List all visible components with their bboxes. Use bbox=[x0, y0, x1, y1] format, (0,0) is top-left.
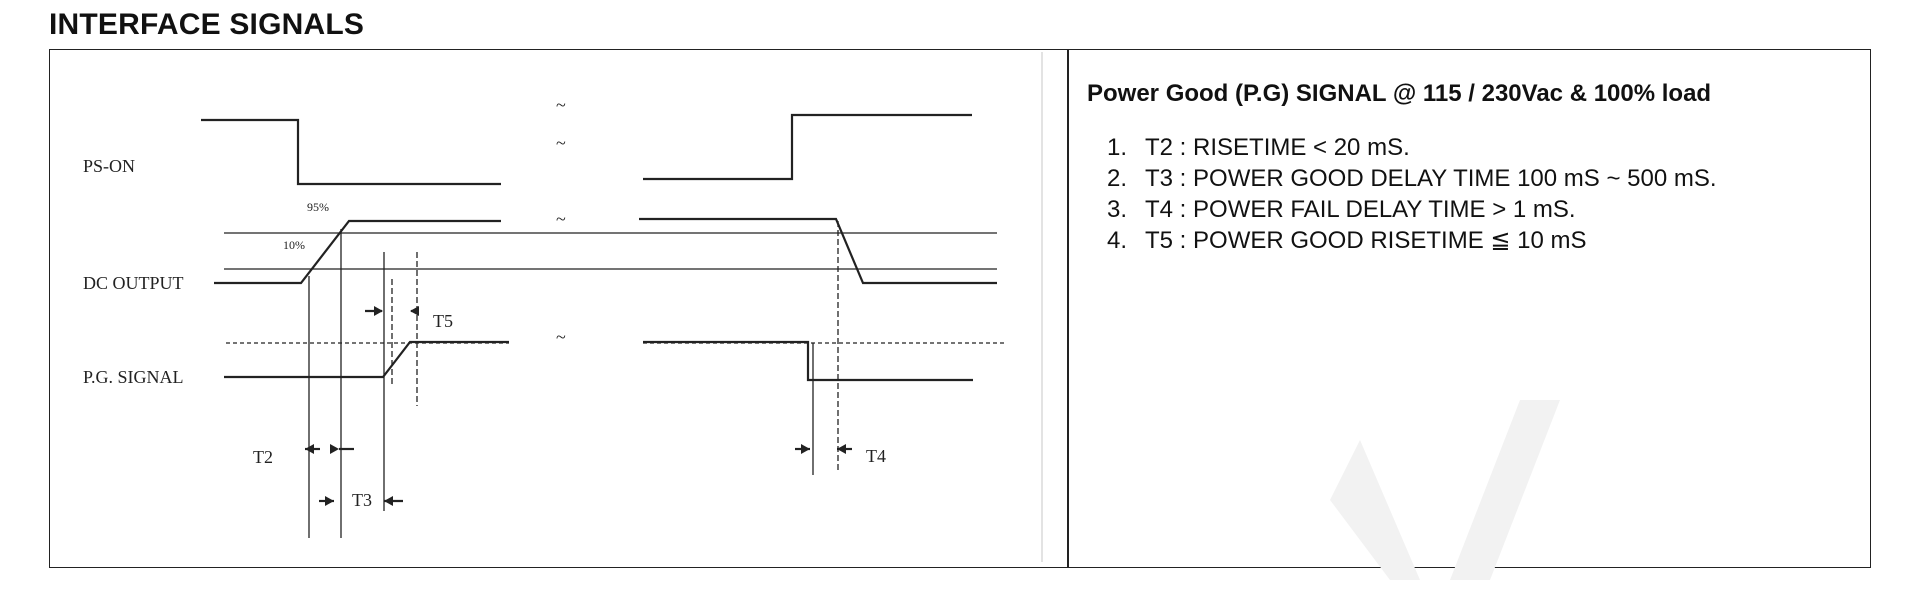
break-glyph: ~ bbox=[556, 133, 566, 153]
spec-item-text: T5 : POWER GOOD RISETIME ≦ 10 mS bbox=[1145, 227, 1587, 254]
level-10-label: 10% bbox=[283, 238, 305, 252]
arrow-heads bbox=[305, 306, 846, 506]
t4-label: T4 bbox=[866, 446, 886, 466]
reference-lines bbox=[224, 221, 1005, 538]
signals-table-frame bbox=[49, 49, 1871, 568]
level-95-label: 95% bbox=[307, 200, 329, 214]
spec-heading: Power Good (P.G) SIGNAL @ 115 / 230Vac &… bbox=[1087, 80, 1712, 107]
column-divider bbox=[1067, 49, 1069, 568]
dc-output-waveform-right bbox=[639, 217, 997, 285]
section-title: INTERFACE SIGNALS bbox=[49, 8, 365, 41]
spec-item-number: 3. bbox=[1107, 196, 1128, 223]
ps-on-waveform-left bbox=[201, 118, 501, 186]
break-glyph: ~ bbox=[556, 209, 566, 229]
spec-item-text: T3 : POWER GOOD DELAY TIME 100 mS ~ 500 … bbox=[1145, 165, 1717, 192]
ps-on-waveform-right bbox=[643, 113, 972, 181]
watermark-logo bbox=[1330, 400, 1560, 580]
spec-item-number: 1. bbox=[1107, 134, 1128, 161]
waveform-lines bbox=[201, 113, 997, 503]
dc-output-waveform-left bbox=[214, 219, 501, 285]
spec-item: 3. T4 : POWER FAIL DELAY TIME > 1 mS. bbox=[1107, 194, 1857, 225]
break-glyph: ~ bbox=[556, 95, 566, 115]
spec-item: 1. T2 : RISETIME < 20 mS. bbox=[1107, 132, 1857, 163]
pg-signal-waveform-left bbox=[224, 340, 509, 379]
spec-item-text: T4 : POWER FAIL DELAY TIME > 1 mS. bbox=[1145, 196, 1576, 223]
spec-item: 4. T5 : POWER GOOD RISETIME ≦ 10 mS bbox=[1107, 225, 1857, 256]
spec-item-number: 4. bbox=[1107, 227, 1128, 254]
ps-on-label: PS-ON bbox=[83, 156, 135, 176]
faint-divider bbox=[1041, 52, 1043, 562]
break-glyph: ~ bbox=[556, 327, 566, 347]
spec-panel: Power Good (P.G) SIGNAL @ 115 / 230Vac &… bbox=[1087, 80, 1857, 256]
spec-item-text: T2 : RISETIME < 20 mS. bbox=[1145, 134, 1410, 161]
pg-signal-waveform-right bbox=[643, 340, 973, 382]
spec-item-number: 2. bbox=[1107, 165, 1128, 192]
t2-label: T2 bbox=[253, 447, 273, 467]
pg-signal-label: P.G. SIGNAL bbox=[83, 367, 184, 387]
dc-output-label: DC OUTPUT bbox=[83, 273, 184, 293]
spec-item: 2. T3 : POWER GOOD DELAY TIME 100 mS ~ 50… bbox=[1107, 163, 1857, 194]
timing-diagram: PS-ON DC OUTPUT P.G. SIGNAL 95% 10% T2 T… bbox=[83, 95, 1005, 538]
t5-label: T5 bbox=[433, 311, 453, 331]
t3-label: T3 bbox=[352, 490, 372, 510]
spec-list: 1. T2 : RISETIME < 20 mS. 2. T3 : POWER GO… bbox=[1087, 132, 1857, 256]
